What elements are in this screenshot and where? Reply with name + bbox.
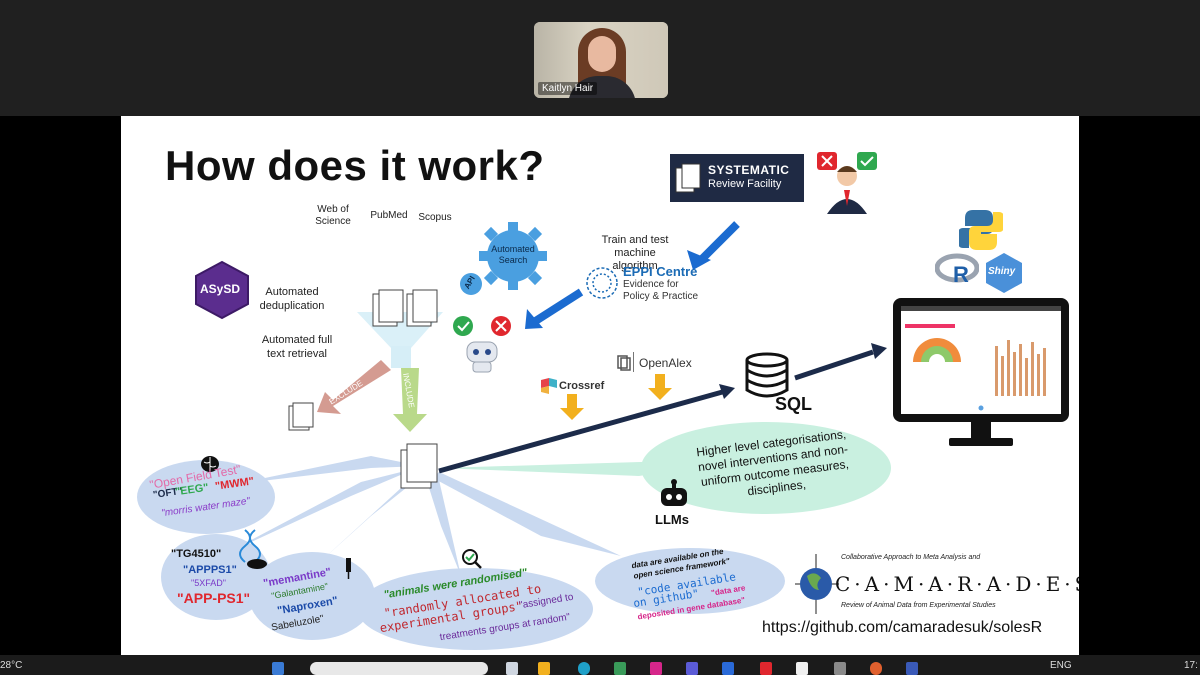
participant-shoulders (568, 76, 636, 98)
appps1-term: "APPPS1" (183, 564, 237, 576)
included-documents-icon (400, 443, 438, 489)
slide-title: How does it work? (165, 142, 545, 189)
sql-database-icon (745, 352, 789, 398)
human-reviewer-icon (817, 152, 877, 214)
arrow-eppi-to-robot (531, 288, 584, 326)
app-ps1-term: "APP-PS1" (177, 590, 251, 606)
firefox-icon[interactable] (870, 662, 882, 675)
file-explorer-icon[interactable] (538, 662, 550, 675)
r-logo-icon (935, 253, 979, 283)
app-icon-2[interactable] (650, 662, 662, 675)
python-logo-icon (959, 210, 1003, 250)
asysd-logo-text: ASySD (200, 282, 241, 296)
shiny-hexagon-logo (986, 253, 1022, 293)
automated-search-label: Automated Search (491, 244, 535, 265)
eppi-sub2: Policy & Practice (623, 290, 699, 302)
excluded-document-icon (288, 402, 314, 431)
fan-ray-5 (433, 472, 621, 556)
arrow-srf-to-eppi (696, 221, 740, 265)
camarades-globe-icon (795, 554, 839, 614)
edge-icon[interactable] (578, 662, 590, 675)
outlook-icon[interactable] (722, 662, 734, 675)
eppi-sub1: Evidence for (623, 279, 679, 290)
magnifier-check-icon (462, 549, 482, 569)
fan-ray-4 (426, 478, 461, 576)
arrow-sql-to-dashboard (794, 349, 874, 381)
exclude-arrow (317, 360, 391, 414)
shiny-logo-text: Shiny (988, 266, 1016, 277)
camarades-top-text: Collaborative Approach to Meta Analysis … (841, 554, 981, 561)
shared-slide: How does it work? Web of Science PubMed … (121, 116, 1079, 655)
source-pubmed: PubMed (370, 210, 408, 221)
systematic-review-facility-logo: SYSTEMATIC Review Facility (670, 154, 804, 202)
fan-ray-1 (236, 456, 421, 484)
crossref-down-arrow (560, 394, 584, 420)
app-icon-1[interactable] (614, 662, 626, 675)
include-arrow (393, 368, 427, 432)
openalex-logo-icon (617, 355, 631, 371)
windows-taskbar: 28°C ENG 17: (0, 655, 1200, 675)
openalex-divider (633, 352, 634, 372)
llm-robot-icon (661, 479, 687, 506)
robot-classifier-icon (453, 316, 511, 373)
openalex-down-arrow (648, 374, 672, 400)
camarades-logo: Collaborative Approach to Meta Analysis … (791, 552, 1079, 616)
taskbar-clock[interactable]: 17: (1184, 660, 1198, 671)
automated-search-gear-icon (479, 222, 547, 290)
participant-video-tile[interactable]: Kaitlyn Hair (534, 22, 668, 98)
5xfad-term: "5XFAD" (191, 578, 226, 588)
api-gear-icon (460, 273, 482, 295)
crossref-label: Crossref (559, 380, 605, 392)
train-test-label: Train and test machine algorithm (601, 234, 669, 273)
meeting-top-strip: Kaitlyn Hair (0, 0, 1200, 116)
automated-deduplication-label: Automated deduplication (259, 286, 325, 312)
eppi-spiral-logo (586, 267, 618, 299)
openalex-label: OpenAlex (639, 356, 692, 370)
r-logo-letter: R (953, 262, 969, 287)
arrow-eppi-head (525, 309, 543, 329)
srf-documents-icon (675, 163, 701, 193)
teams-icon[interactable] (686, 662, 698, 675)
llms-label: LLMs (655, 512, 689, 527)
brain-icon (201, 456, 219, 472)
calendar-icon[interactable] (760, 662, 772, 675)
eppi-centre-logo: EPPI Centre Evidence for Policy & Practi… (623, 264, 698, 302)
randomisation-bubble (357, 568, 593, 650)
main-arrow-head (719, 384, 735, 399)
srf-line2: Review Facility (708, 178, 782, 190)
start-icon[interactable] (272, 662, 284, 675)
source-scopus: Scopus (418, 212, 452, 223)
arrow-sql-head (871, 343, 887, 359)
github-url[interactable]: https://github.com/camaradesuk/solesR (762, 619, 1043, 636)
task-view-icon[interactable] (506, 662, 518, 675)
full-text-retrieval-label: Automated full text retrieval (261, 334, 333, 360)
main-arrow-to-sql (438, 388, 727, 474)
behaviour-tests-bubble (137, 460, 275, 534)
crossref-logo-icon (541, 378, 557, 394)
documents-stack-icon (372, 289, 438, 327)
drug-names-bubble (249, 552, 375, 640)
settings-icon[interactable] (834, 662, 846, 675)
participant-name: Kaitlyn Hair (538, 82, 598, 95)
data-availability-bubble (595, 548, 785, 614)
dashboard-monitor-icon (893, 298, 1069, 446)
camarades-title: C·A·M·A·R·A·D·E·S· (835, 572, 1079, 596)
source-web-of-science: Web of Science (315, 204, 351, 227)
app-icon-3[interactable] (796, 662, 808, 675)
arrow-srf-head (687, 250, 711, 270)
eppi-name: EPPI Centre (623, 264, 698, 279)
taskbar-temperature[interactable]: 28°C (0, 660, 23, 671)
zoom-icon[interactable] (906, 662, 918, 675)
srf-line1: SYSTEMATIC (708, 163, 790, 177)
asysd-hexagon-logo (195, 260, 249, 320)
input-language[interactable]: ENG (1050, 660, 1072, 671)
funnel-neck (391, 346, 411, 368)
participant-face (588, 36, 616, 72)
camarades-bottom-text: Review of Animal Data from Experimental … (841, 602, 996, 609)
sql-label: SQL (775, 394, 813, 414)
tg4510-term: "TG4510" (171, 548, 222, 560)
taskbar-search-box[interactable] (310, 662, 488, 675)
syringe-icon (346, 558, 351, 579)
dna-mouse-icon (239, 529, 267, 569)
